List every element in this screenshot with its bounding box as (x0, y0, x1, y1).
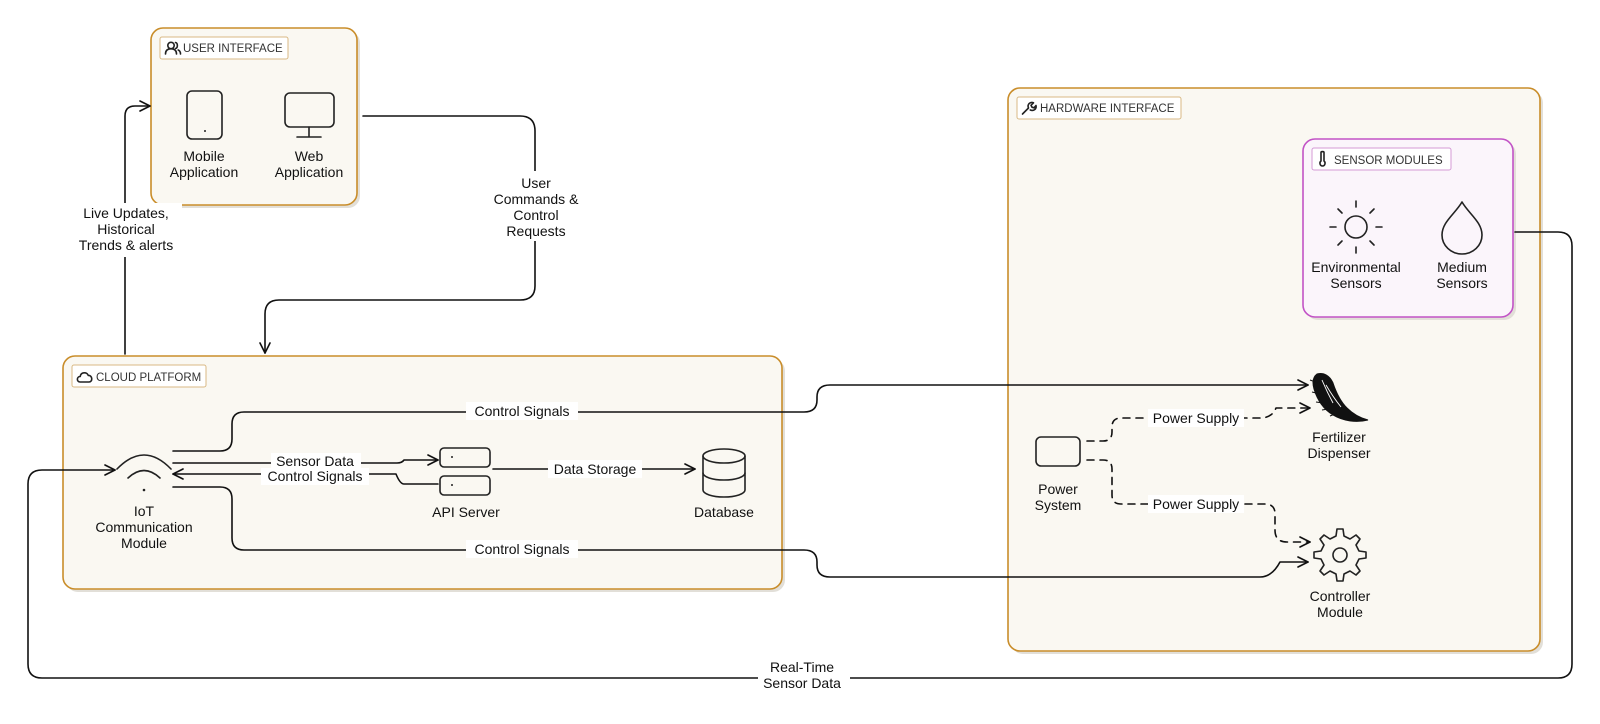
user-interface-label: USER INTERFACE (183, 43, 283, 55)
battery-icon (1035, 436, 1081, 467)
data-storage-label: Data Storage (548, 460, 642, 478)
cloud-platform-label: CLOUD PLATFORM (96, 372, 201, 384)
power-supply-top-label: Power Supply (1148, 409, 1244, 427)
mobile-app-label-1: Mobile (183, 148, 224, 164)
svg-text:Control Signals: Control Signals (475, 541, 570, 557)
user-commands-line-1: User (521, 175, 551, 191)
sensor-modules-group: SENSOR MODULES (1302, 138, 1516, 320)
medium-sensors-node[interactable]: Medium Sensors (1436, 201, 1488, 291)
live-updates-line-3: Trends & alerts (79, 237, 173, 253)
server-icon (439, 447, 491, 496)
controller-module-label-1: Controller (1310, 588, 1371, 604)
droplet-icon (1441, 201, 1483, 255)
power-system-label-1: Power (1038, 481, 1078, 497)
user-commands-line-2: Commands & (494, 191, 579, 207)
fertilizer-dispenser-label-1: Fertilizer (1312, 429, 1366, 445)
api-server-label: API Server (432, 504, 500, 520)
fertilizer-dispenser-node[interactable]: Fertilizer Dispenser (1307, 373, 1371, 461)
controller-module-node[interactable]: Controller Module (1310, 528, 1371, 620)
edge-user-commands (259, 115, 536, 354)
user-commands-label: User Commands & Control Requests (488, 171, 582, 241)
iot-module-node[interactable]: IoT Communication Module (95, 454, 193, 551)
api-server-node[interactable]: API Server (432, 447, 500, 520)
power-system-node[interactable]: Power System (1035, 436, 1082, 513)
wifi-icon (116, 454, 172, 492)
edge-control-signals-mid (172, 468, 439, 485)
web-app-label-1: Web (295, 148, 324, 164)
controller-module-label-2: Module (1317, 604, 1363, 620)
svg-text:Power Supply: Power Supply (1153, 496, 1239, 512)
database-label: Database (694, 504, 754, 520)
sensor-modules-label: SENSOR MODULES (1334, 155, 1443, 167)
web-app-node[interactable]: Web Application (275, 92, 344, 180)
mobile-app-label-2: Application (170, 164, 239, 180)
env-sensors-node[interactable]: Environmental Sensors (1311, 200, 1401, 291)
control-signals-mid-label: Control Signals (261, 468, 369, 485)
sun-icon (1329, 200, 1383, 254)
users-icon (164, 41, 182, 55)
control-signals-bottom-label: Control Signals (466, 540, 578, 558)
user-interface-group: USER INTERFACE (150, 27, 360, 208)
cloud-platform-group: CLOUD PLATFORM (62, 355, 785, 592)
edge-power-supply-top (1086, 402, 1311, 442)
user-commands-line-3: Control (513, 207, 558, 223)
env-sensors-label-2: Sensors (1330, 275, 1381, 291)
web-app-label-2: Application (275, 164, 344, 180)
live-updates-label: Live Updates, Historical Trends & alerts (70, 203, 182, 257)
svg-text:Power Supply: Power Supply (1153, 410, 1239, 426)
svg-text:Sensor Data: Sensor Data (763, 675, 841, 691)
edge-sensor-data (172, 454, 439, 466)
iot-module-label-3: Module (121, 535, 167, 551)
edge-control-signals-bottom (172, 486, 1309, 578)
env-sensors-label-1: Environmental (1311, 259, 1401, 275)
smartphone-icon (186, 90, 223, 140)
database-icon (702, 448, 746, 498)
thermometer-icon (1319, 150, 1326, 167)
wrench-icon (1021, 101, 1037, 115)
svg-text:Data Storage: Data Storage (554, 461, 637, 477)
control-signals-top-label: Control Signals (466, 402, 578, 420)
medium-sensors-label-1: Medium (1437, 259, 1487, 275)
svg-text:Control Signals: Control Signals (268, 468, 363, 484)
monitor-icon (284, 92, 335, 138)
hardware-interface-label: HARDWARE INTERFACE (1040, 103, 1175, 115)
flask-logo-icon (1309, 373, 1369, 422)
database-node[interactable]: Database (694, 448, 754, 520)
realtime-sensor-data-label: Real-Time Sensor Data (758, 659, 850, 693)
live-updates-line-1: Live Updates, (83, 205, 169, 221)
fertilizer-dispenser-label-2: Dispenser (1307, 445, 1370, 461)
mobile-app-node[interactable]: Mobile Application (170, 90, 239, 180)
user-commands-line-4: Requests (506, 223, 565, 239)
edge-live-updates (124, 100, 151, 355)
sensor-data-label: Sensor Data (271, 453, 361, 470)
iot-module-label-1: IoT (134, 503, 155, 519)
svg-text:Sensor Data: Sensor Data (276, 453, 354, 469)
medium-sensors-label-2: Sensors (1436, 275, 1487, 291)
power-supply-bottom-label: Power Supply (1148, 495, 1244, 513)
svg-text:Control Signals: Control Signals (475, 403, 570, 419)
svg-text:Real-Time: Real-Time (770, 659, 834, 675)
live-updates-line-2: Historical (97, 221, 155, 237)
gear-icon (1313, 528, 1367, 582)
cloud-icon (76, 372, 93, 383)
iot-module-label-2: Communication (95, 519, 192, 535)
power-system-label-2: System (1035, 497, 1082, 513)
